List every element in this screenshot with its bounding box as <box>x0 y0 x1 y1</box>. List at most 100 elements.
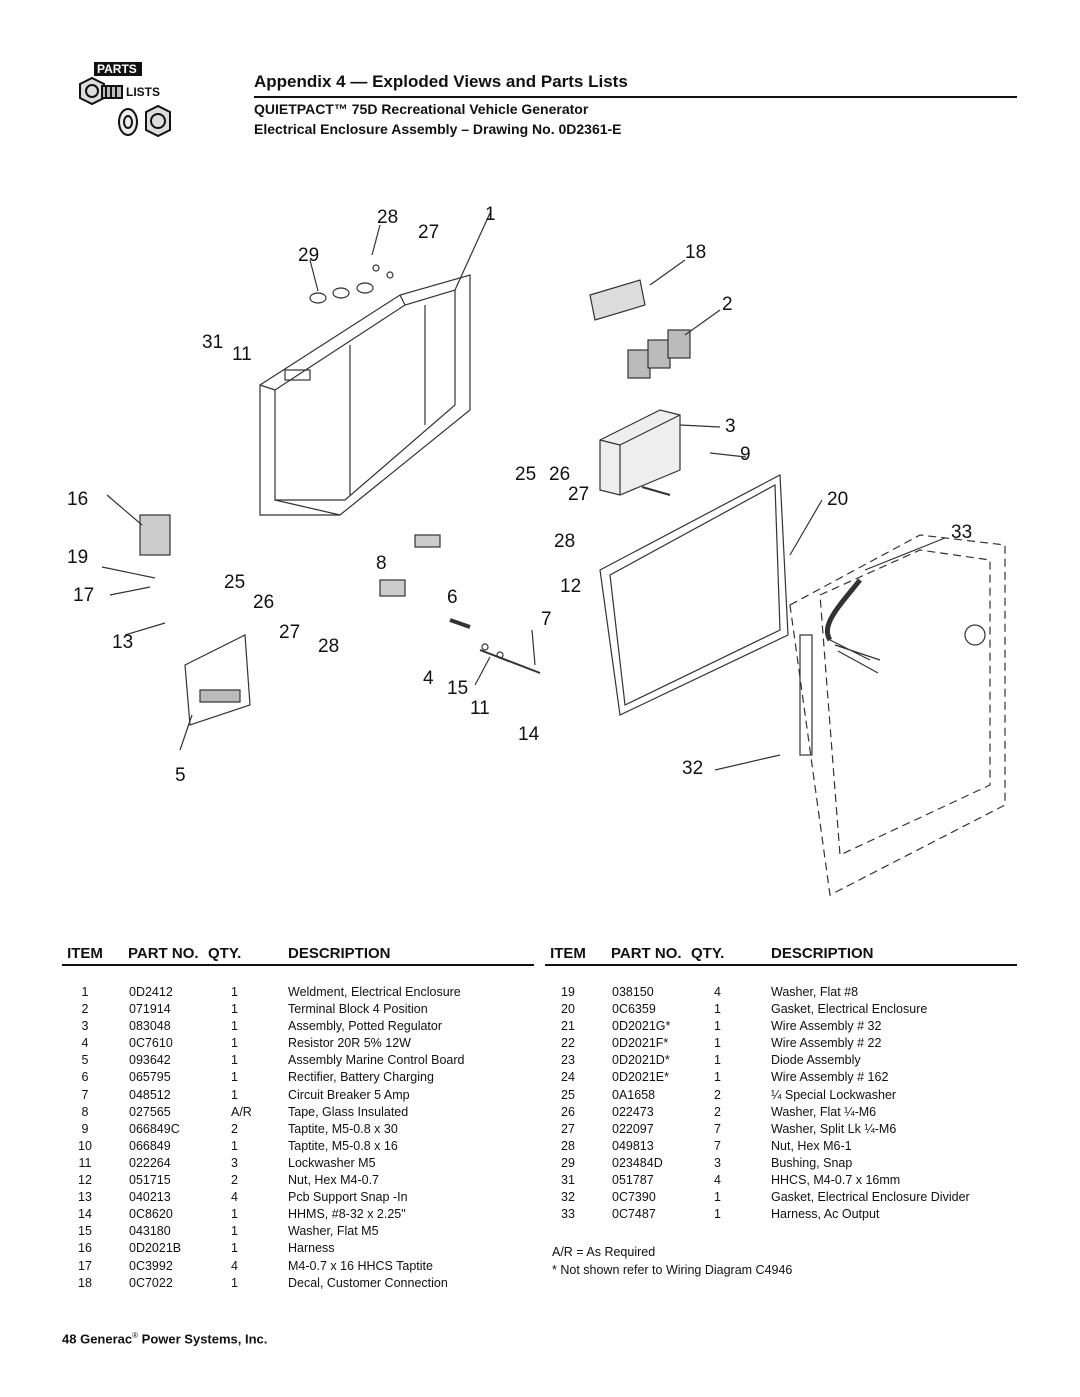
cell-item: 29 <box>561 1155 575 1170</box>
callout-6: 6 <box>447 587 458 608</box>
cell-item: 2 <box>81 1002 89 1017</box>
cell-description: Wire Assembly # 162 <box>771 1070 889 1085</box>
cell-item: 22 <box>561 1036 575 1051</box>
cell-qty: 4 <box>714 1173 721 1188</box>
cell-description: Pcb Support Snap -In <box>288 1190 408 1205</box>
cell-qty: 1 <box>231 1138 238 1153</box>
cell-description: Weldment, Electrical Enclosure <box>288 985 461 999</box>
cell-qty: 1 <box>231 1002 238 1017</box>
cell-part-no: 093642 <box>129 1053 171 1068</box>
cell-qty: 4 <box>231 1258 238 1273</box>
cell-part-no: 051715 <box>129 1173 171 1188</box>
cell-description: Lockwasher M5 <box>288 1155 376 1170</box>
table-header: ITEM PART NO. QTY. DESCRIPTION <box>62 943 534 962</box>
callout-20: 20 <box>827 489 848 510</box>
callout-11a: 11 <box>232 344 252 365</box>
potted-regulator <box>599 409 681 496</box>
cell-qty: 1 <box>231 1224 238 1239</box>
callout-12: 12 <box>560 576 581 597</box>
cell-item: 1 <box>81 985 89 999</box>
header-item: ITEM <box>67 945 103 962</box>
cell-description: Gasket, Electrical Enclosure <box>771 1002 928 1017</box>
page-footer: 48 Generac® Power Systems, Inc. <box>62 1331 267 1346</box>
callout-1: 1 <box>485 204 496 225</box>
cell-qty: 2 <box>714 1087 721 1102</box>
note-as-required: A/R = As Required <box>552 1245 656 1259</box>
table-row: 11 022264 3 Lockwasher M5 <box>62 1155 534 1172</box>
header-item: ITEM <box>550 945 586 962</box>
callout-5: 5 <box>175 765 186 786</box>
cell-qty: 1 <box>231 1207 238 1222</box>
cell-qty: 7 <box>714 1121 721 1136</box>
cell-item: 24 <box>561 1070 575 1085</box>
cell-item: 19 <box>561 985 575 999</box>
cell-item: 6 <box>81 1070 89 1085</box>
cell-part-no: 0C7390 <box>612 1190 656 1205</box>
cell-item: 15 <box>78 1224 92 1239</box>
cell-description: Washer, Flat #8 <box>771 985 859 999</box>
cell-item: 33 <box>561 1207 575 1222</box>
cell-description: M4-0.7 x 16 HHCS Taptite <box>288 1258 433 1273</box>
cell-description: Diode Assembly <box>771 1053 861 1068</box>
callout-25a: 25 <box>515 464 536 485</box>
cell-item: 11 <box>78 1155 92 1170</box>
cell-part-no: 022264 <box>129 1155 171 1170</box>
note-not-shown: * Not shown refer to Wiring Diagram C494… <box>552 1262 793 1277</box>
badge-line1: PARTS <box>97 62 137 76</box>
cell-description: HHMS, #8-32 x 2.25" <box>288 1207 406 1222</box>
cell-description: Wire Assembly # 22 <box>771 1036 882 1051</box>
callout-28c: 28 <box>318 636 339 657</box>
callout-28b: 28 <box>554 531 575 552</box>
cell-qty: 1 <box>231 1070 238 1085</box>
callout-25b: 25 <box>224 572 245 593</box>
callout-31: 31 <box>202 332 223 353</box>
subtitle-model: QUIETPACT™ 75D Recreational Vehicle Gene… <box>254 101 589 117</box>
cell-item: 14 <box>78 1207 92 1222</box>
cell-description: Washer, Flat ¼-M6 <box>771 1104 877 1119</box>
page-number: 48 <box>62 1331 77 1347</box>
cell-qty: 1 <box>714 1190 721 1205</box>
callout-26a: 26 <box>549 464 570 485</box>
cell-item: 17 <box>78 1258 92 1273</box>
cell-item: 27 <box>561 1121 575 1136</box>
cell-description: Taptite, M5-0.8 x 16 <box>288 1138 398 1153</box>
marine-control-board <box>184 634 251 726</box>
cell-item: 25 <box>561 1087 575 1102</box>
cell-description: Washer, Split Lk ¼-M6 <box>771 1121 897 1136</box>
cell-qty: 3 <box>231 1155 238 1170</box>
callout-13: 13 <box>112 632 133 653</box>
callout-4: 4 <box>423 668 434 689</box>
cell-part-no: 066849 <box>129 1138 171 1153</box>
cell-qty: 1 <box>714 1002 721 1017</box>
cell-item: 31 <box>561 1173 575 1188</box>
cell-qty: 1 <box>231 1087 238 1102</box>
cell-qty: 1 <box>231 1036 238 1051</box>
cell-description: Circuit Breaker 5 Amp <box>288 1087 410 1102</box>
callout-9: 9 <box>740 444 751 465</box>
harness-connector <box>139 514 171 556</box>
callout-3: 3 <box>725 416 736 437</box>
cell-qty: 1 <box>231 1019 238 1034</box>
header-rule <box>545 964 1017 966</box>
cell-description: Assembly, Potted Regulator <box>288 1019 443 1034</box>
parts-lists-badge-icon: PARTS LISTS <box>79 62 171 138</box>
cell-description: Tape, Glass Insulated <box>288 1104 409 1119</box>
cell-part-no: 065795 <box>129 1070 171 1085</box>
cell-description: Harness <box>288 1241 335 1256</box>
cell-part-no: 023484D <box>612 1155 663 1170</box>
callout-17: 17 <box>73 585 94 606</box>
